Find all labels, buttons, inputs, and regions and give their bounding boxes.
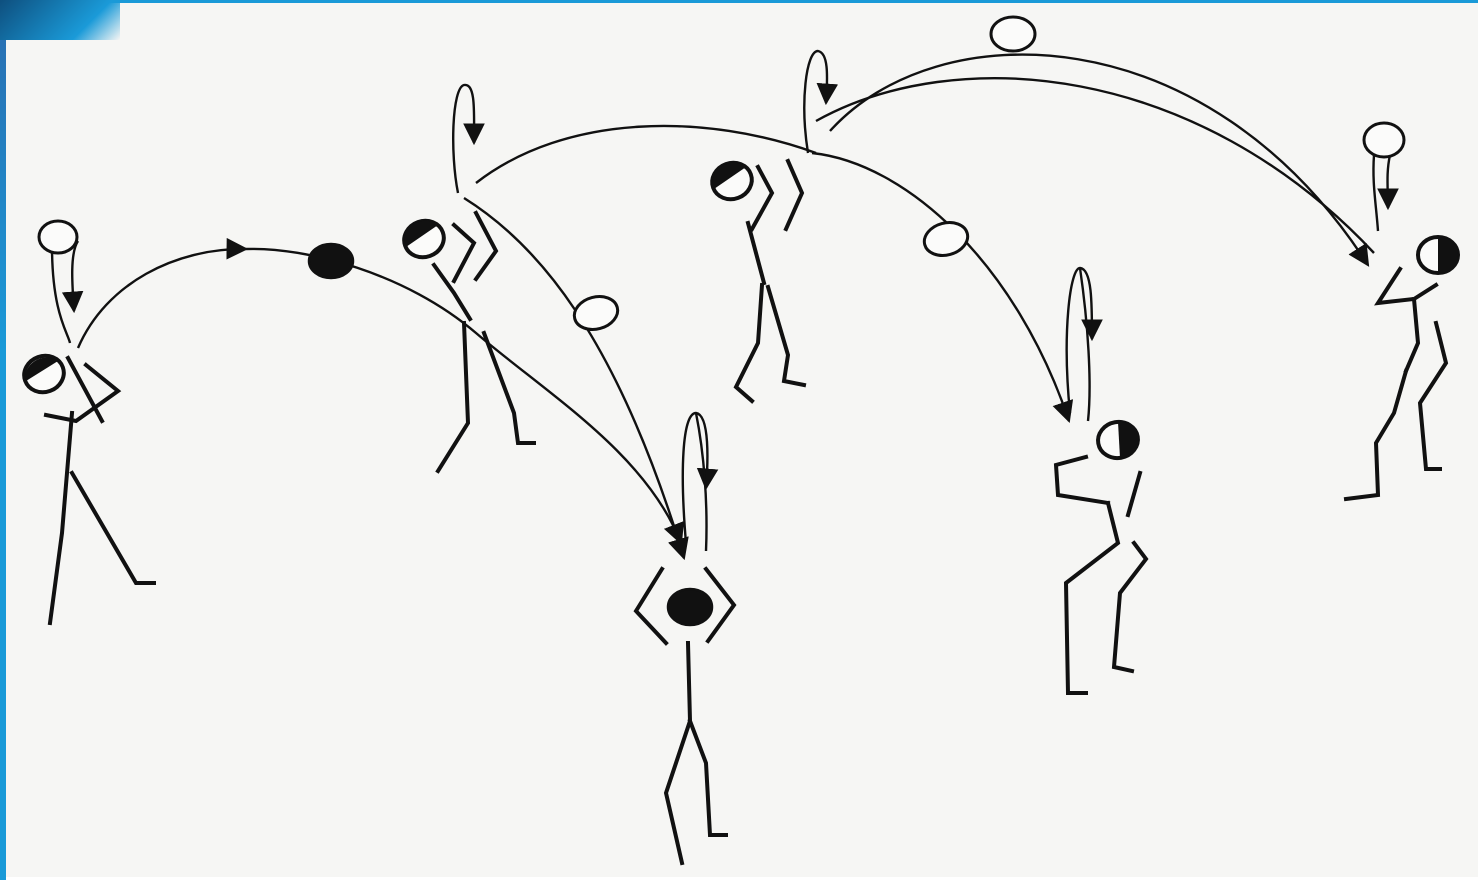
player-3-torso <box>745 220 767 286</box>
player-2-torso <box>431 262 473 322</box>
player-5-arm-right <box>703 566 737 644</box>
player-1 <box>22 353 156 626</box>
player-2-leg-left <box>435 320 471 474</box>
player-2-arm-b <box>473 210 499 282</box>
player-3-arm-b <box>783 158 805 232</box>
player-6 <box>1343 235 1460 502</box>
player-2-head <box>402 218 446 260</box>
player-5-leg-right <box>687 718 728 837</box>
player-4-arm-left <box>1053 454 1111 506</box>
toss-loop-player-5 <box>681 411 719 544</box>
player-3-leg-right <box>765 284 807 388</box>
ball-open-pass-2 <box>572 295 620 331</box>
passing-drill-diagram <box>22 15 1460 866</box>
player-3-leg-left <box>733 282 765 404</box>
toss-loop-player-3 <box>803 49 839 154</box>
player-3 <box>710 158 807 404</box>
toss-loops <box>50 49 1399 552</box>
ball-open-pass-5 <box>989 15 1037 53</box>
trajectory-pass-1-continue <box>245 247 685 546</box>
frame-corner-accent <box>0 0 120 40</box>
player-6-arm-a <box>1374 266 1439 306</box>
player-4-arm-right <box>1125 470 1143 518</box>
player-6-leg-left <box>1343 368 1409 502</box>
balls <box>37 15 1406 331</box>
trajectory-pass-1 <box>76 237 249 349</box>
player-2-arm-a <box>451 222 477 284</box>
player-5 <box>633 566 737 866</box>
player-1-arm-a <box>43 362 122 424</box>
player-1-leg-right <box>69 470 156 585</box>
player-2 <box>402 210 536 474</box>
ball-open-player-6 <box>1362 121 1406 159</box>
player-6-torso <box>1403 296 1421 374</box>
trajectory-pass-5 <box>829 53 1370 267</box>
toss-loop-player-2 <box>452 83 485 194</box>
toss-loop-player-1 <box>50 245 72 344</box>
player-2-leg-right <box>481 330 536 445</box>
player-5-head <box>666 587 714 627</box>
player-5-leg-left <box>663 640 693 866</box>
player-1-arm-b <box>65 355 105 424</box>
ball-open-player-1 <box>37 219 79 255</box>
ball-open-pass-4 <box>922 221 970 257</box>
toss-arrow-player-6 <box>1377 154 1399 211</box>
player-4-head <box>1096 419 1140 461</box>
toss-loop-player-4 <box>1065 266 1103 414</box>
trajectory-pass-5-secondary <box>815 77 1375 254</box>
ball-trajectories <box>76 53 1375 561</box>
player-1-leg-left <box>47 410 75 626</box>
player-4-leg-right <box>1111 540 1149 674</box>
toss-loop-player-4-b <box>1078 267 1091 422</box>
player-5-arm-left <box>633 566 669 646</box>
player-3-head <box>710 160 754 202</box>
player-4 <box>1053 419 1149 695</box>
toss-arrow-player-1 <box>61 240 84 314</box>
trajectory-pass-3 <box>475 124 817 184</box>
player-1-head <box>22 353 66 395</box>
player-6-head <box>1416 235 1460 275</box>
toss-loop-player-5-b <box>694 412 708 552</box>
toss-loop-player-6 <box>1372 154 1380 232</box>
trajectory-pass-4 <box>811 151 1074 424</box>
player-6-leg-right <box>1417 320 1449 471</box>
player-4-leg-left <box>1063 500 1121 695</box>
ball-solid-pass-1 <box>307 242 355 280</box>
player-3-arm-a <box>749 164 775 232</box>
